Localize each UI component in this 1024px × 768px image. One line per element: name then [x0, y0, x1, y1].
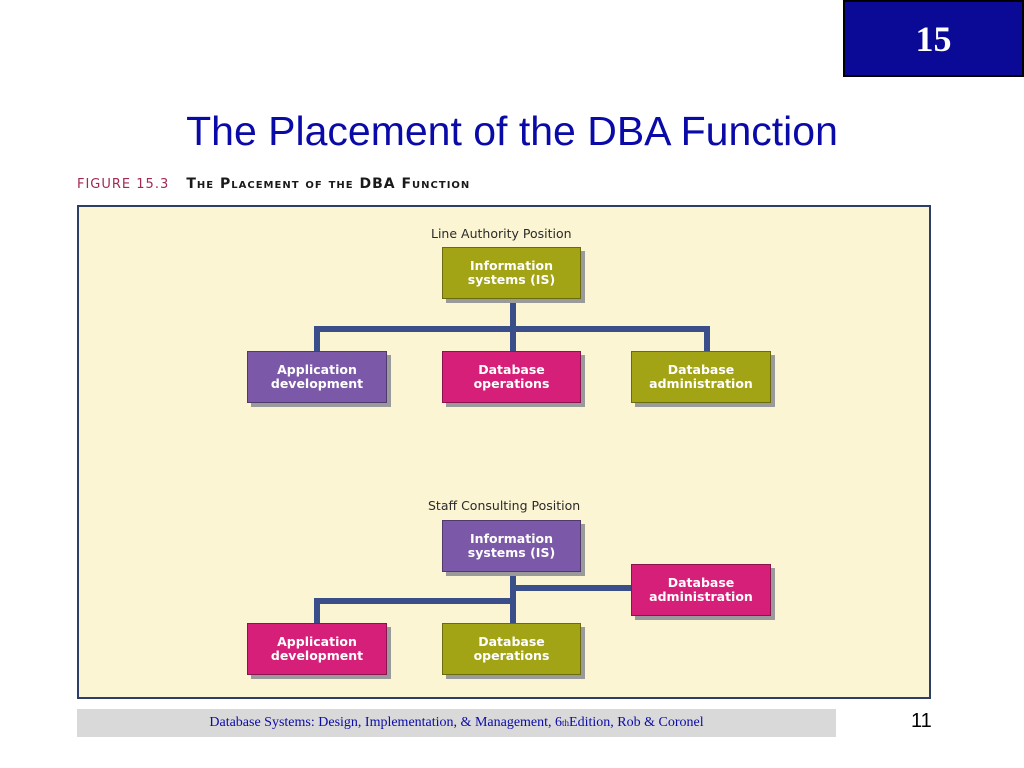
line-connector-center — [510, 326, 516, 352]
line-connector-left — [314, 326, 320, 352]
staff-connector-center — [510, 598, 516, 624]
staff-is-box: Information systems (IS) — [442, 520, 581, 572]
chapter-badge: 15 — [843, 0, 1024, 77]
page-number: 11 — [911, 710, 932, 732]
footer-citation: Database Systems: Design, Implementation… — [77, 709, 836, 737]
staff-connector-bar — [314, 598, 516, 604]
staff-connector-side — [510, 585, 631, 591]
line-connector-trunk — [510, 300, 516, 328]
line-db-ops-box: Database operations — [442, 351, 581, 403]
diagram-frame: Line Authority Position Information syst… — [77, 205, 931, 699]
line-connector-right — [704, 326, 710, 352]
line-dba-box: Database administration — [631, 351, 771, 403]
staff-dba-box: Database administration — [631, 564, 771, 616]
figure-title: The Placement of the DBA Function — [186, 176, 471, 192]
footer-text-after: Edition, Rob & Coronel — [569, 715, 704, 730]
line-is-box: Information systems (IS) — [442, 247, 581, 299]
staff-app-dev-box: Application development — [247, 623, 387, 675]
figure-caption: FIGURE 15.3 The Placement of the DBA Fun… — [77, 176, 470, 192]
line-authority-label: Line Authority Position — [431, 226, 572, 241]
slide-title: The Placement of the DBA Function — [186, 108, 838, 154]
line-app-dev-box: Application development — [247, 351, 387, 403]
figure-number: FIGURE 15.3 — [77, 177, 170, 192]
footer-superscript: th — [562, 718, 570, 728]
staff-db-ops-box: Database operations — [442, 623, 581, 675]
staff-consulting-label: Staff Consulting Position — [428, 498, 581, 513]
staff-connector-trunk — [510, 572, 516, 622]
footer-text-before: Database Systems: Design, Implementation… — [209, 715, 563, 730]
staff-connector-left — [314, 598, 320, 624]
